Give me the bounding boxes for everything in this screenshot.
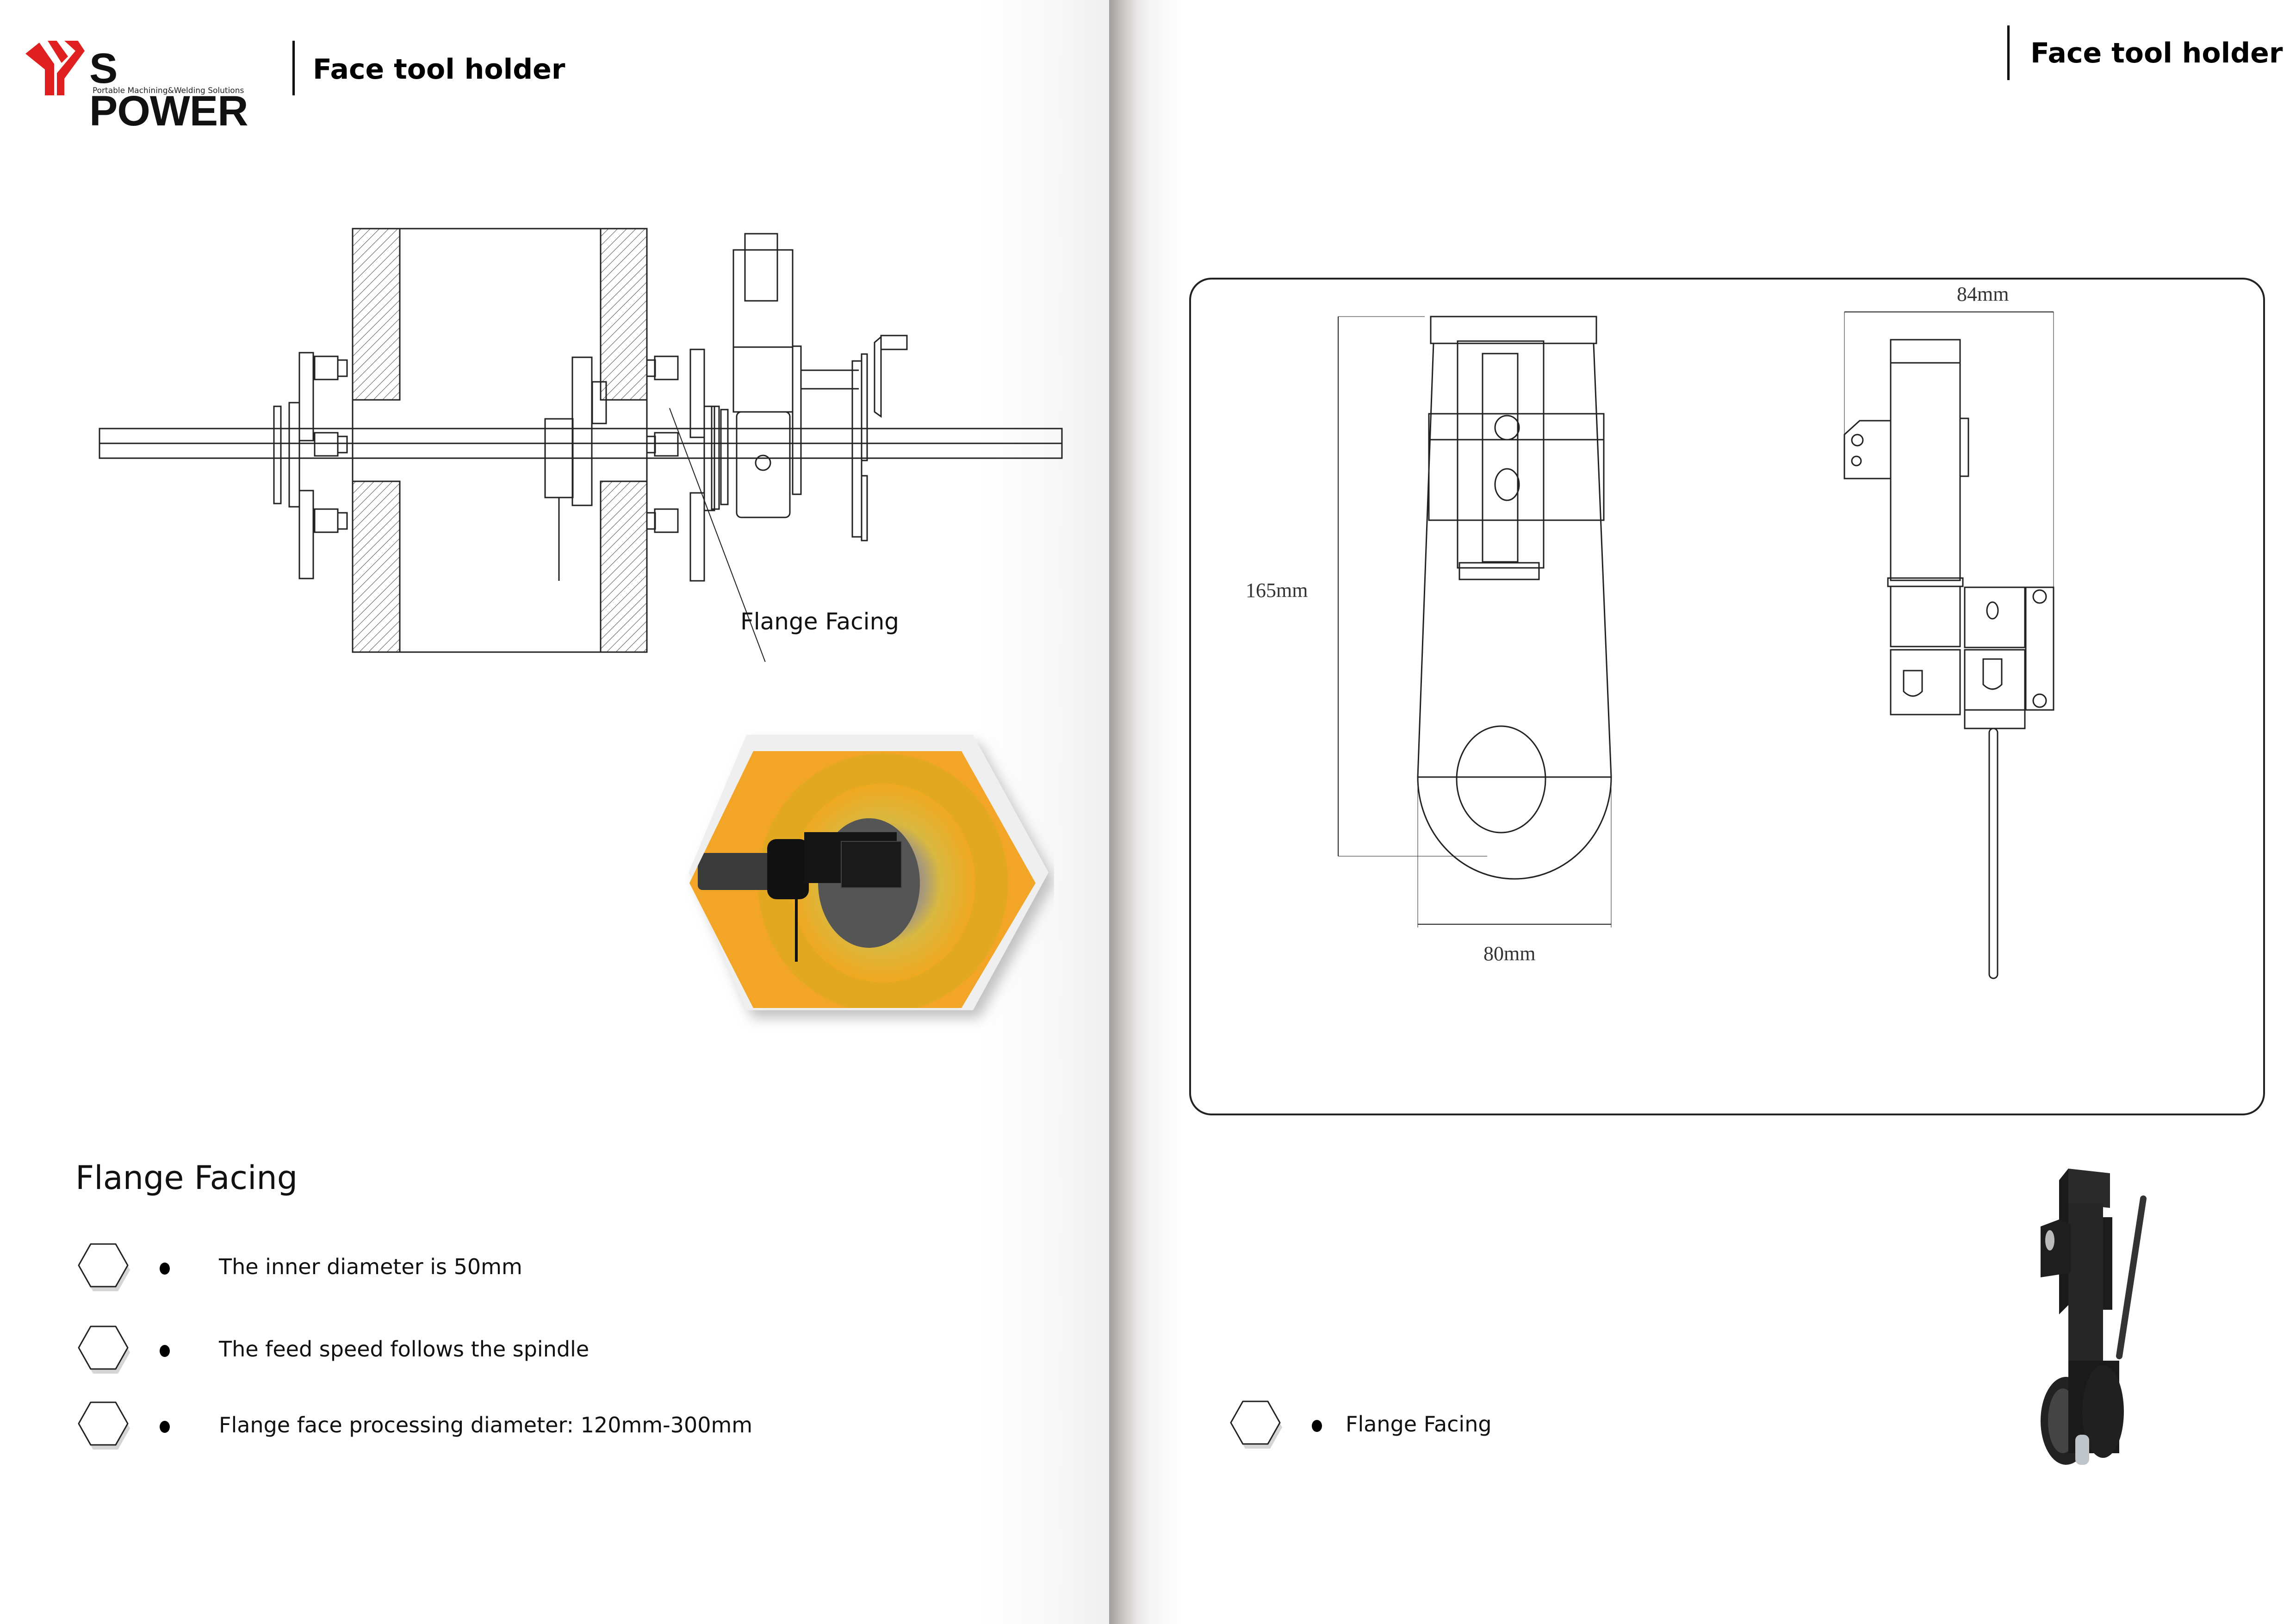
header-divider xyxy=(292,41,295,95)
hexagon-icon xyxy=(1230,1400,1282,1449)
list-item: Flange face processing diameter: 120mm-3… xyxy=(74,1399,768,1454)
tool-bit-rod xyxy=(1988,728,1998,979)
pipe-wall-left-top xyxy=(352,228,401,401)
dimension-side-width: 84mm xyxy=(1957,283,2009,305)
feature-text: The feed speed follows the spindle xyxy=(219,1337,590,1362)
adjust-screw-circle xyxy=(1494,415,1520,441)
list-item: Flange Facing xyxy=(1226,1398,1596,1453)
tool-holder-body xyxy=(571,356,593,506)
brand-name: S POWER xyxy=(89,45,248,135)
assembly-drawing xyxy=(99,228,1063,662)
list-item: The feed speed follows the spindle xyxy=(74,1323,768,1378)
y-logo-mark-icon xyxy=(25,41,85,95)
application-photo xyxy=(684,730,1054,1031)
section-title: Flange Facing xyxy=(75,1159,298,1197)
front-view-drawing xyxy=(1338,311,2054,979)
bullet-dot xyxy=(1312,1420,1322,1432)
motor-body xyxy=(732,249,794,348)
pipe-wall-right-bottom xyxy=(600,480,648,653)
bullet-dot xyxy=(160,1421,170,1433)
gear-head xyxy=(736,411,791,518)
page-title-right: Face tool holder xyxy=(2030,37,2283,69)
bullet-dot xyxy=(160,1263,170,1275)
gearbox xyxy=(732,346,794,413)
hexagon-icon xyxy=(78,1243,130,1291)
tool-holder-render xyxy=(2041,1169,2147,1465)
pipe-wall-right-top xyxy=(600,228,648,401)
clamp-bore xyxy=(1456,725,1546,834)
left-page: S POWER Portable Machining&Welding Solut… xyxy=(0,0,1109,1624)
bullet-dot xyxy=(160,1345,170,1357)
dimension-panel: 165mm 80mm 84mm xyxy=(1189,278,2265,1115)
list-item: The inner diameter is 50mm xyxy=(74,1240,768,1296)
feature-text: Flange Facing xyxy=(1346,1412,1492,1437)
drawing-callout-label: Flange Facing xyxy=(740,608,899,635)
brand-tagline: Portable Machining&Welding Solutions xyxy=(93,86,244,95)
hexagon-icon xyxy=(78,1325,130,1374)
dimension-width: 80mm xyxy=(1483,942,1536,965)
brand-logo: S POWER Portable Machining&Welding Solut… xyxy=(25,41,285,132)
spindle-photo xyxy=(698,853,781,890)
motor-top xyxy=(744,233,778,302)
header-divider-right xyxy=(2007,25,2010,80)
front-view xyxy=(1338,316,1612,927)
pipe-wall-left-bottom xyxy=(352,480,401,653)
dimension-height: 165mm xyxy=(1246,579,1308,602)
page-title: Face tool holder xyxy=(313,53,565,86)
feature-text: Flange face processing diameter: 120mm-3… xyxy=(219,1412,753,1437)
feature-text: The inner diameter is 50mm xyxy=(219,1254,522,1279)
side-view xyxy=(1843,311,2054,979)
hexagon-icon xyxy=(78,1401,130,1450)
